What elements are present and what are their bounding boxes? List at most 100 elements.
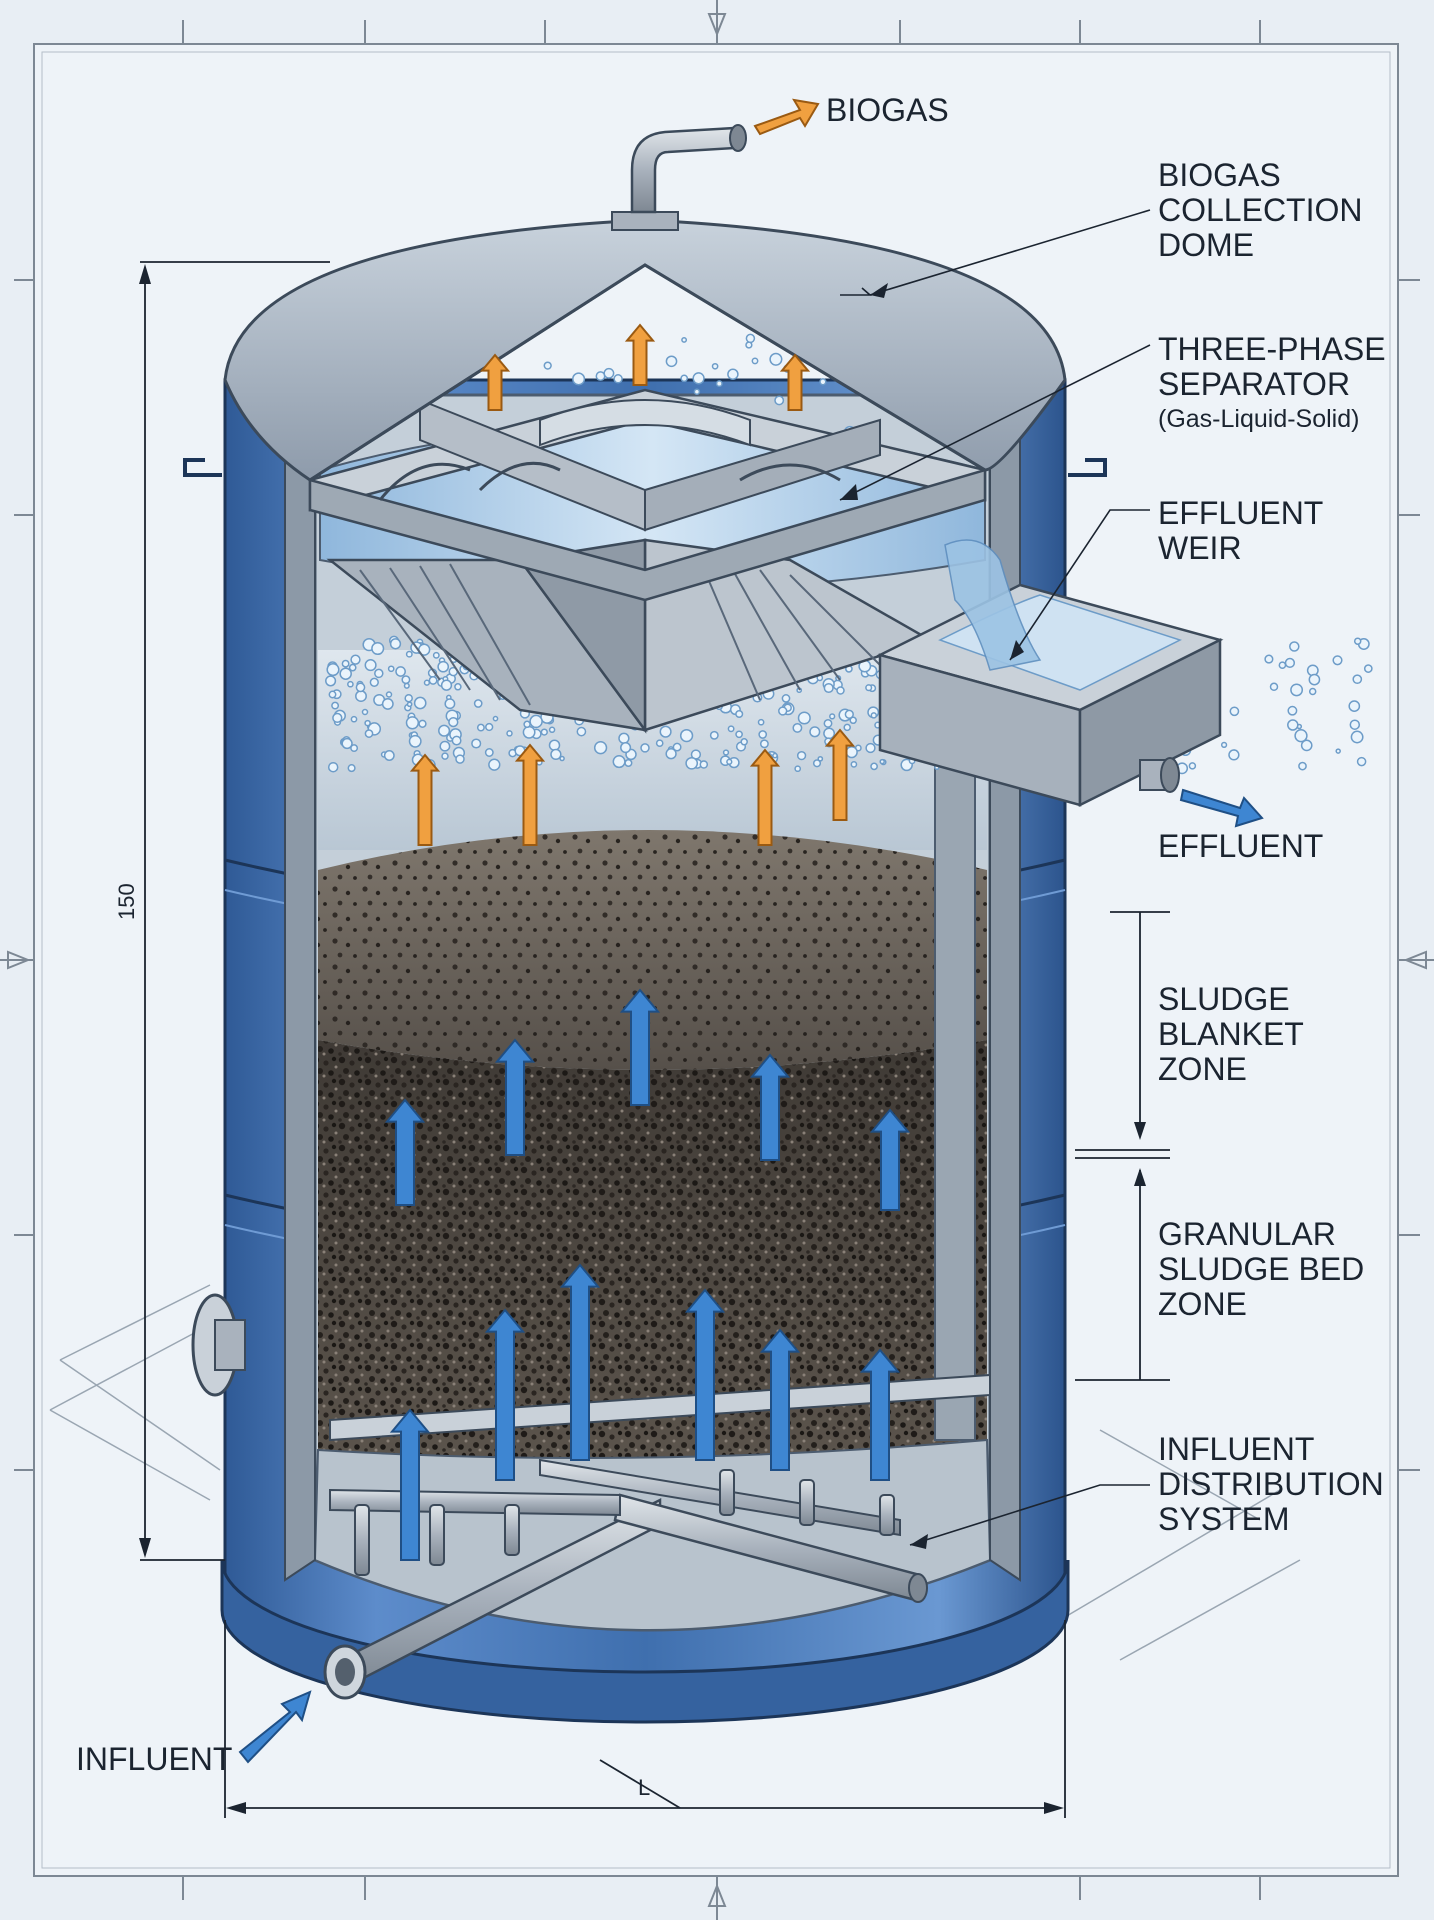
bubble (1264, 654, 1274, 664)
bubble (844, 709, 854, 719)
bubble (437, 660, 450, 673)
frame-ticks (14, 20, 1420, 1900)
bubble (451, 735, 462, 746)
gas-arrow (479, 353, 511, 411)
bubble (576, 726, 587, 737)
bubble (1356, 756, 1367, 767)
separator-label: THREE-PHASE SEPARATOR (Gas-Liquid-Solid) (1158, 331, 1386, 433)
bubble (406, 701, 413, 708)
upflow-arrow (684, 1288, 726, 1461)
bubble (843, 723, 851, 732)
bubble (550, 748, 562, 761)
bubble (823, 727, 836, 740)
upflow-arrow (869, 1108, 911, 1211)
dome-label: BIOGAS COLLECTION DOME (1158, 157, 1362, 263)
gas-arrow (514, 743, 546, 846)
bubble (792, 722, 803, 733)
bubble (348, 663, 357, 672)
bubble (778, 706, 788, 716)
svg-text:ZONE: ZONE (1158, 1286, 1247, 1322)
bubble (781, 694, 791, 703)
bubble (865, 742, 876, 754)
bubble (473, 699, 483, 708)
bubble (1188, 762, 1197, 770)
bubble (618, 732, 630, 744)
bubble (665, 355, 678, 368)
bubble (759, 739, 769, 749)
bubble (819, 378, 827, 386)
svg-text:THREE-PHASE: THREE-PHASE (1158, 331, 1386, 367)
bubble (364, 719, 371, 727)
bubble (709, 730, 719, 740)
bubble (1308, 687, 1317, 696)
bubble (699, 760, 709, 769)
biogas-arrows (409, 323, 856, 846)
bubble (693, 388, 701, 395)
upflow-arrow (494, 1038, 536, 1156)
bubble (476, 723, 485, 732)
bubble (559, 755, 565, 762)
bubble (796, 750, 807, 761)
bubble (1298, 761, 1307, 771)
three-phase-separator (308, 388, 987, 734)
bubble (769, 352, 783, 366)
bubble (772, 752, 778, 759)
upflow-arrow (859, 1348, 901, 1481)
bubble (751, 357, 759, 365)
biogas-collection-dome (183, 218, 1107, 482)
bubble (332, 712, 343, 724)
bubble (548, 739, 561, 751)
bubble (845, 745, 858, 759)
bubble (529, 714, 543, 729)
bubble (381, 697, 394, 710)
weir-label: EFFLUENT WEIR (1158, 495, 1323, 566)
bubble (823, 718, 833, 728)
bubble (374, 668, 384, 679)
upflow-arrow (559, 1263, 601, 1461)
leader-lines (839, 209, 1151, 1546)
gas-arrow (779, 353, 811, 411)
bubble (355, 690, 367, 703)
bubble (423, 679, 431, 686)
bubble (613, 374, 623, 384)
bubble (1269, 682, 1279, 692)
svg-text:SLUDGE BED: SLUDGE BED (1158, 1251, 1364, 1287)
height-dimension (140, 261, 330, 1561)
influent-label: INFLUENT (76, 1741, 232, 1777)
bubble (836, 686, 845, 695)
bubble (672, 742, 682, 752)
bubble (849, 716, 857, 725)
bubble (865, 684, 873, 692)
bubble (665, 748, 677, 760)
gas-arrow (624, 323, 656, 386)
biogas-label: BIOGAS (826, 92, 949, 128)
bubble (685, 756, 699, 770)
bubble (341, 659, 350, 668)
bubble (387, 665, 395, 673)
bubble (572, 372, 586, 386)
bubble (1278, 661, 1287, 670)
upflow-arrow (749, 1053, 791, 1161)
bubble (711, 362, 719, 370)
bubble (595, 371, 606, 382)
svg-text:ZONE: ZONE (1158, 1051, 1247, 1087)
bubble (488, 758, 501, 771)
bubble (389, 638, 402, 650)
bubble (404, 693, 413, 703)
bubble (603, 367, 615, 379)
svg-text:SLUDGE: SLUDGE (1158, 981, 1290, 1017)
bubble (548, 726, 556, 734)
bubble (1287, 719, 1299, 731)
bubble (339, 667, 352, 680)
length-dimension (224, 1620, 1066, 1818)
bubble (850, 761, 858, 768)
bubble (543, 361, 552, 370)
bubble (727, 725, 735, 733)
svg-text:WEIR: WEIR (1158, 530, 1242, 566)
bubble (870, 762, 878, 771)
svg-text:GRANULAR: GRANULAR (1158, 1216, 1336, 1252)
biogas-out-arrow (753, 98, 820, 136)
bubble (612, 755, 626, 769)
